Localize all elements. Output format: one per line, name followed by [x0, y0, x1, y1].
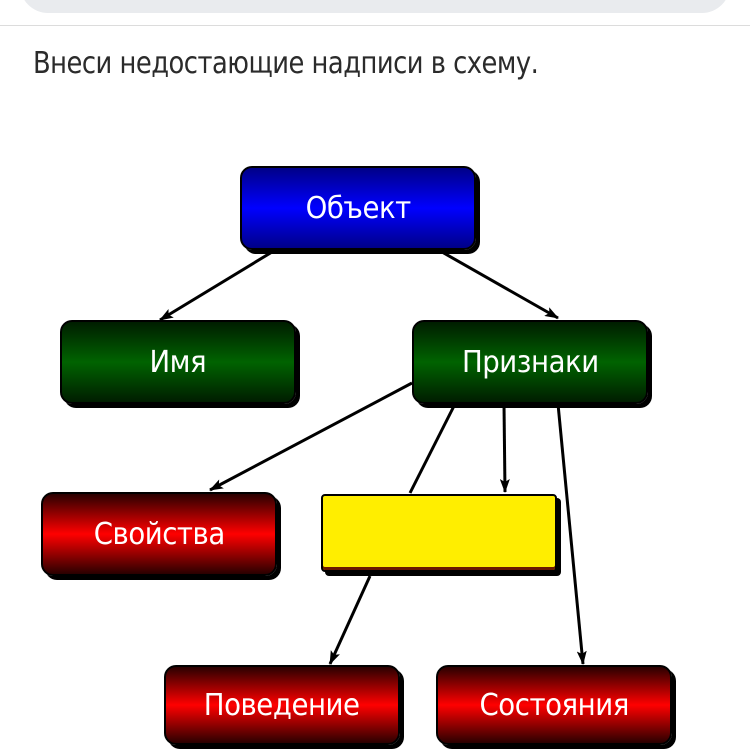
- node-features: Признаки: [412, 320, 648, 404]
- node-states: Состояния: [436, 665, 672, 745]
- node-name-label: Имя: [149, 344, 207, 380]
- node-behavior-label: Поведение: [204, 687, 360, 723]
- node-name: Имя: [60, 320, 296, 404]
- arrow-object-to-features: [441, 250, 559, 320]
- arrow-features-to-missing: [499, 403, 510, 493]
- line-features-to-missing: [408, 403, 457, 494]
- node-object: Объект: [240, 166, 476, 250]
- question-text: Внеси недостающие надписи в схему.: [33, 46, 539, 81]
- arrow-object-to-name: [159, 250, 273, 322]
- divider: [0, 25, 750, 26]
- node-features-label: Признаки: [461, 344, 599, 380]
- previous-card: [20, 0, 730, 13]
- arrow-missing-to-behavior: [328, 575, 372, 665]
- node-missing-blank[interactable]: [321, 494, 557, 572]
- node-behavior: Поведение: [164, 665, 400, 745]
- node-properties: Свойства: [41, 492, 277, 576]
- arrow-features-to-states: [556, 403, 587, 665]
- node-object-label: Объект: [305, 190, 411, 226]
- node-states-label: Состояния: [479, 687, 629, 723]
- node-properties-label: Свойства: [93, 516, 225, 552]
- arrow-features-to-properties: [209, 381, 413, 492]
